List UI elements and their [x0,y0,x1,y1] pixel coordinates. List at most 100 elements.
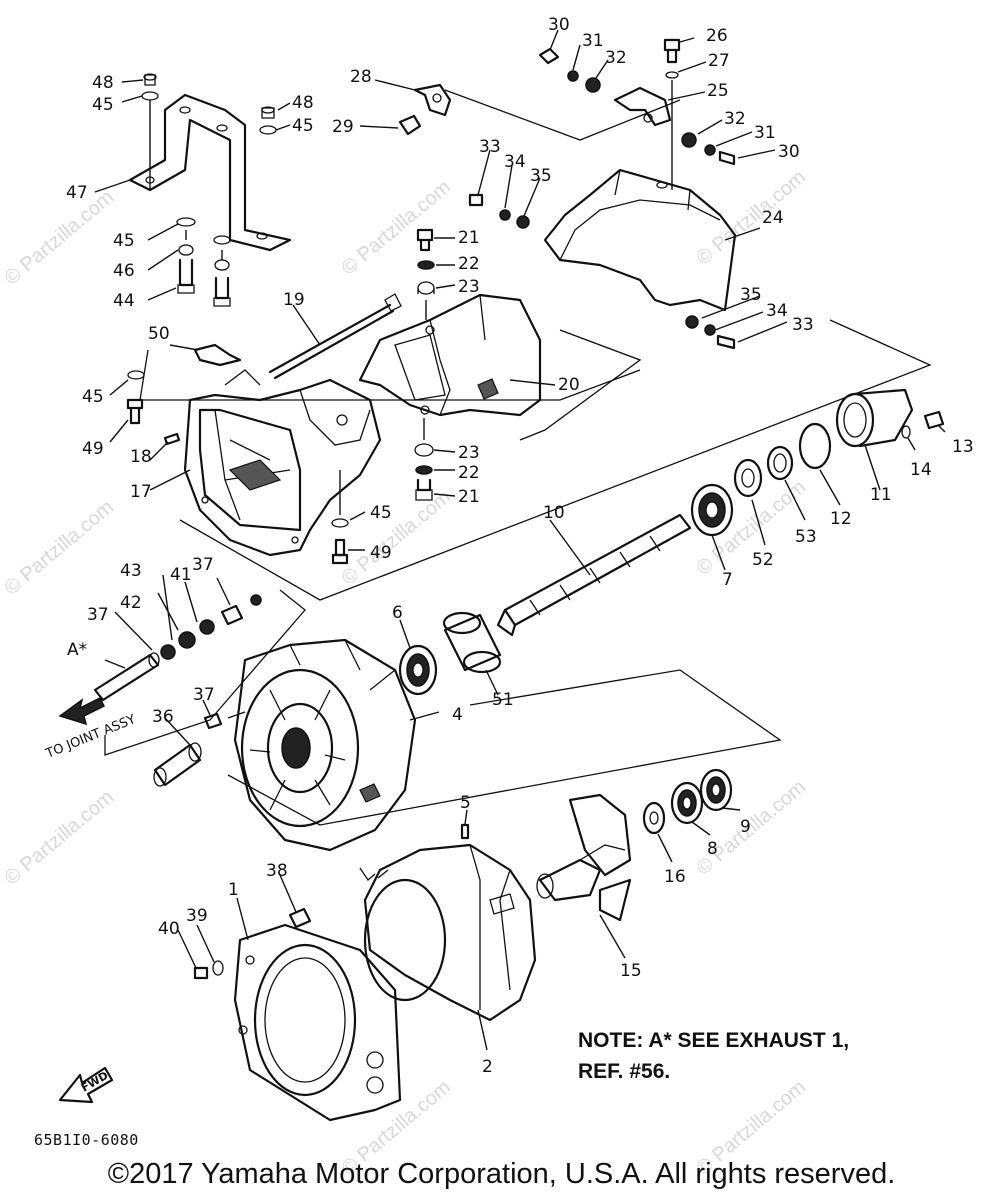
callout-24: 24 [762,208,784,228]
leader-lines [94,29,946,1051]
callout-31: 31 [582,31,604,51]
part-10-drive-shaft [496,513,692,637]
group-outline-left [104,589,306,756]
callout-46: 46 [113,261,135,281]
callout-32: 32 [605,48,627,68]
callout-A: A* [67,640,87,660]
callout-20: 20 [558,375,580,395]
part-2-jet-housing [359,843,537,1022]
group-outline-right [519,329,642,441]
callout-45: 45 [82,387,104,407]
callout-30: 30 [548,15,570,35]
callout-19: 19 [283,290,305,310]
callout-6: 6 [392,603,403,623]
callout-40: 40 [158,919,180,939]
part-5-pin [460,823,470,840]
part-19-stud [268,293,402,380]
callout-21: 21 [458,487,480,507]
part-20-housing [358,293,542,417]
group-outline-upper [179,319,932,601]
callout-34: 34 [504,152,526,172]
callout-11: 11 [870,485,892,505]
callout-45: 45 [370,503,392,523]
diagram-code: 65B1I0-6080 [34,1131,139,1149]
callout-28: 28 [350,67,372,87]
callout-9: 9 [740,817,751,837]
part-1-ride-plate [233,923,402,1122]
callout-21: 21 [458,228,480,248]
callout-14: 14 [910,460,932,480]
callout-39: 39 [186,906,208,926]
to-joint-arrow [58,696,106,726]
bolts-24 [468,193,736,350]
bearings-8-9-16 [642,768,733,835]
hardware-13-14 [901,410,945,439]
callout-7: 7 [722,570,733,590]
callout-32: 32 [724,109,746,129]
callout-29: 29 [332,117,354,137]
callout-38: 38 [266,861,288,881]
callout-31: 31 [754,123,776,143]
callout-50: 50 [148,324,170,344]
callout-23: 23 [458,443,480,463]
callout-53: 53 [795,527,817,547]
callout-34: 34 [766,301,788,321]
callout-45: 45 [292,116,314,136]
callout-49: 49 [370,543,392,563]
part-50-plate [193,343,242,367]
callout-42: 42 [120,593,142,613]
callout-48: 48 [92,73,114,93]
callout-23: 23 [458,277,480,297]
callout-30: 30 [778,142,800,162]
callout-33: 33 [792,315,814,335]
callout-16: 16 [664,867,686,887]
callout-5: 5 [460,793,471,813]
bracket-hardware [141,73,277,307]
group-outline-middle [227,669,782,826]
part-11-cap [835,388,914,448]
callout-47: 47 [66,183,88,203]
callout-35: 35 [740,285,762,305]
callouts: 48 45 48 45 47 45 46 44 28 29 30 31 32 2… [66,15,974,1077]
part-6-bearing [398,644,438,696]
callout-4: 4 [452,705,463,725]
hardware-18-45-49 [126,370,349,565]
note-line-1: NOTE: A* SEE EXHAUST 1, [578,1029,850,1052]
callout-10: 10 [543,503,565,523]
part-25-hanger [613,86,672,127]
part-12-o-ring [798,422,832,470]
diagram-note: NOTE: A* SEE EXHAUST 1, REF. #56. [578,1025,849,1087]
part-7-bearing [690,483,734,537]
callout-1: 1 [228,880,239,900]
note-line-2: REF. #56. [578,1060,671,1083]
callout-43: 43 [120,561,142,581]
hardware-38-40 [193,907,312,980]
callout-36: 36 [152,707,174,727]
part-24-deflector [543,168,737,312]
callout-49: 49 [82,439,104,459]
callout-33: 33 [479,137,501,157]
callout-45: 45 [113,231,135,251]
callout-13: 13 [952,437,974,457]
bolts-top [538,38,736,190]
hoses-left [93,594,262,787]
fwd-arrow-icon [58,1066,114,1104]
callout-22: 22 [458,254,480,274]
callout-25: 25 [707,81,729,101]
to-joint-assy-label: TO JOINT ASSY [43,712,138,762]
callout-27: 27 [708,51,730,71]
callout-37: 37 [87,605,109,625]
callout-52: 52 [752,550,774,570]
callout-18: 18 [130,447,152,467]
part-4-impeller-housing [233,638,417,852]
part-28-hanger [398,83,452,136]
callout-15: 15 [620,961,642,981]
part-53-collar [766,445,794,481]
callout-45: 45 [92,95,114,115]
callout-12: 12 [830,509,852,529]
part-15-impeller [536,793,632,922]
callout-51: 51 [492,690,514,710]
hardware-21-23 [414,228,435,501]
callout-41: 41 [170,565,192,585]
copyright-notice: ©2017 Yamaha Motor Corporation, U.S.A. A… [107,1158,896,1190]
